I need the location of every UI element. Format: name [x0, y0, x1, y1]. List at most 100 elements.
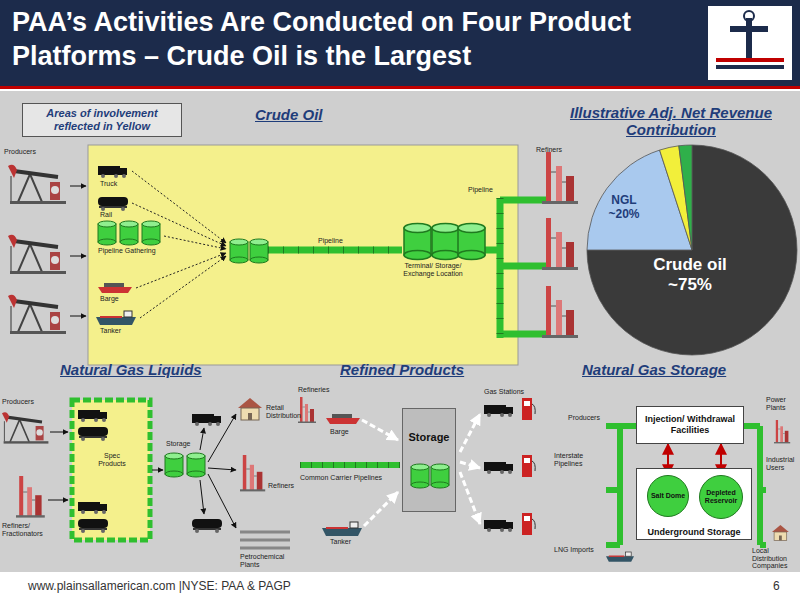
tank-icon [411, 464, 429, 488]
storage-circle: Salt Dome [647, 475, 689, 517]
ngl-diagram [200, 480, 204, 514]
pie-chart [587, 145, 797, 355]
crude-oil-diagram [542, 152, 578, 204]
ngl-diagram [2, 398, 290, 548]
logo [716, 65, 784, 69]
crude-oil-diagram [250, 239, 268, 263]
gas-storage-diagram [774, 420, 790, 443]
text-label: Pipeline [468, 186, 493, 194]
node-text-group: Underground Storage [639, 527, 749, 537]
crude-oil-diagram [120, 221, 138, 245]
pipeline [300, 462, 400, 468]
logo [708, 6, 792, 80]
ngl-diagram [200, 428, 204, 450]
node-text-group: Salt Dome [651, 492, 685, 500]
refined-products-diagram [484, 520, 513, 532]
text-label: Natural Gas Storage [582, 362, 726, 379]
title-rule [0, 86, 800, 89]
text-label: Barge [100, 295, 119, 303]
refined-products-diagram [484, 462, 513, 474]
crude-oil-diagram [542, 218, 578, 270]
crude-oil-diagram [98, 197, 128, 211]
node-text-group: Injection/ Withdrawal Facilities [639, 414, 741, 436]
ngl-diagram [152, 470, 163, 471]
process-box: Injection/ Withdrawal Facilities [636, 406, 744, 444]
crude-oil-diagram [458, 224, 485, 260]
crude-oil-diagram [136, 253, 226, 288]
ngl-diagram [2, 412, 48, 443]
ngl-diagram [240, 455, 265, 491]
ngl-diagram [240, 531, 290, 534]
crude-oil-diagram [230, 239, 248, 263]
refined-products-diagram [364, 492, 398, 526]
ngl-diagram [78, 427, 108, 441]
crude-oil-diagram [404, 224, 431, 260]
text-label: Pipeline [318, 237, 343, 245]
text-label: Rail [100, 211, 112, 219]
text-label: Retail Distribution [266, 404, 306, 419]
title-band [0, 0, 800, 86]
crude-oil-diagram [132, 203, 226, 246]
crude-oil-diagram [8, 295, 66, 334]
title-rule [0, 89, 800, 91]
node-text: Storage [403, 431, 455, 443]
refined-products-diagram [300, 462, 400, 468]
refined-products-diagram [326, 414, 360, 424]
crude-oil-diagram [70, 256, 86, 257]
node-text: Injection/ Withdrawal Facilities [639, 414, 741, 436]
crude-oil-diagram [8, 165, 66, 204]
text-label: Producers [4, 148, 36, 156]
node-text-group: Areas of involvement reflected in Yellow [27, 107, 177, 133]
text-label: Crude Oil [255, 107, 323, 124]
text-label: Refined Products [340, 362, 464, 379]
text-label: Refiners [268, 482, 294, 490]
logo [744, 11, 754, 21]
text-label: Common Carrier Pipelines [300, 474, 390, 482]
ngl-diagram [238, 398, 262, 420]
text-label: Barge [330, 428, 349, 436]
text-label: Truck [100, 180, 117, 188]
crude-oil-diagram [142, 221, 160, 245]
node-text-group: Depleted Reservoir [700, 489, 742, 504]
pipeline [268, 247, 402, 254]
ngl-diagram [50, 432, 68, 433]
text-label: 6 [773, 580, 780, 593]
node-text: Depleted Reservoir [700, 489, 742, 504]
storage-circle: Depleted Reservoir [699, 475, 743, 519]
ngl-diagram [208, 474, 236, 528]
text-label: Power Plants [766, 396, 796, 411]
text-label: Tanker [100, 327, 121, 335]
refined-products-diagram [298, 397, 535, 536]
ngl-diagram [78, 519, 108, 533]
footer-band [0, 572, 800, 600]
pipeline [268, 198, 548, 338]
logo [708, 6, 792, 80]
process-box: Areas of involvement reflected in Yellow [22, 103, 182, 137]
gas-storage-diagram [606, 552, 634, 562]
crude-oil-diagram [268, 247, 402, 254]
ngl-diagram [187, 453, 205, 477]
ngl-diagram [240, 539, 290, 542]
text-label: Tanker [330, 538, 351, 546]
ngl-diagram [165, 453, 183, 477]
ngl-diagram [208, 468, 236, 470]
ngl-diagram [78, 502, 107, 514]
crude-oil-diagram [96, 311, 136, 325]
crude-oil-diagram [70, 186, 86, 187]
refined-products-diagram [522, 398, 535, 420]
refined-products-diagram [522, 513, 535, 535]
node-text: Salt Dome [651, 492, 685, 500]
ngl-diagram [48, 500, 68, 501]
text-label: NGL ~20% [600, 193, 648, 222]
refined-products-diagram [322, 522, 362, 536]
text-label: Spec Products [90, 452, 134, 467]
ngl-diagram [192, 414, 221, 426]
text-label: Interstate Pipelines [554, 452, 602, 467]
crude-oil-diagram [542, 286, 578, 338]
text-label: Refiners/ Fractionators [2, 522, 57, 537]
crude-oil-diagram [70, 316, 86, 317]
crude-oil-diagram [497, 198, 504, 338]
pipeline [484, 198, 548, 338]
node-text: Areas of involvement reflected in Yellow [27, 107, 177, 133]
text-label: Natural Gas Liquids [60, 362, 202, 379]
